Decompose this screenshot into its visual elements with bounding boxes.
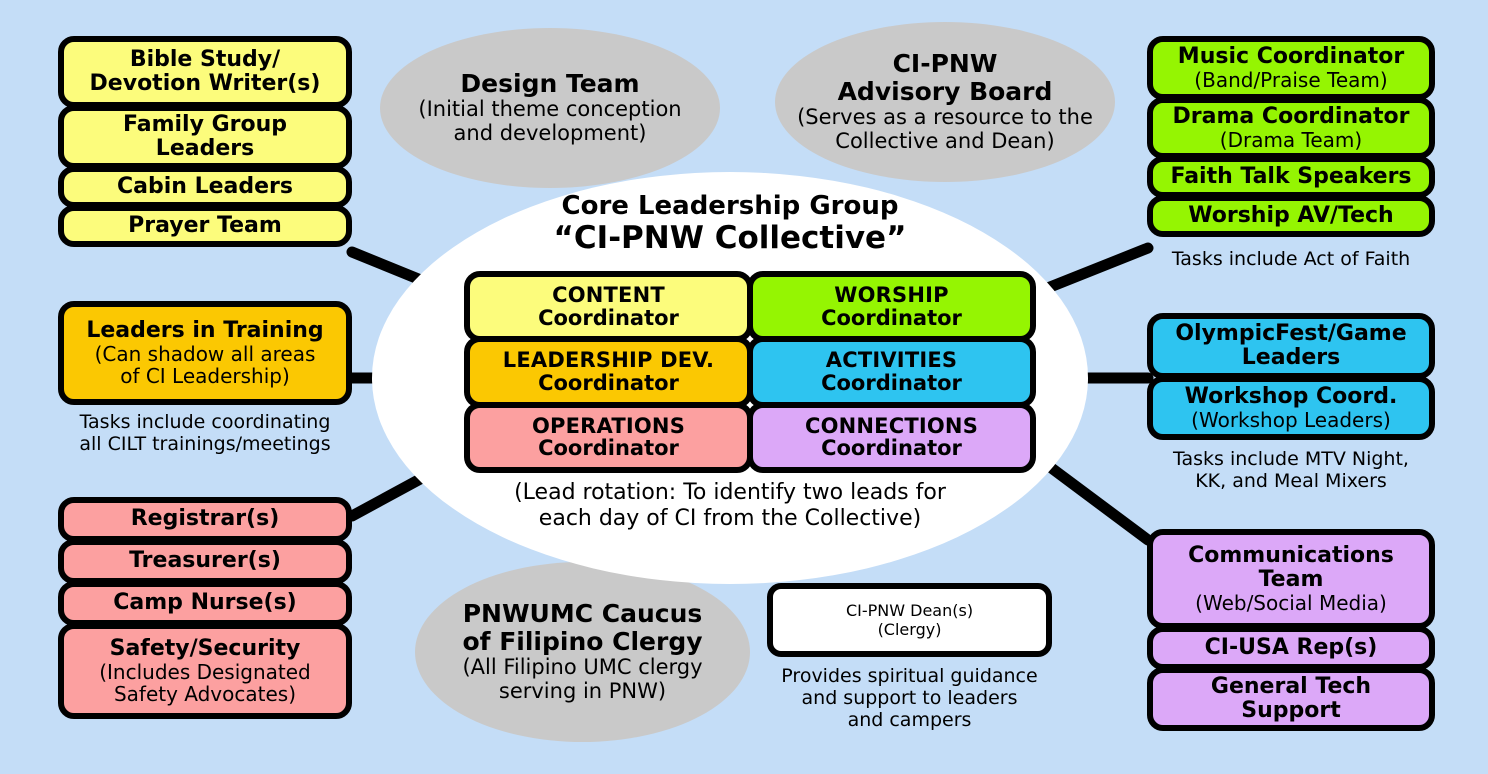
coordinator-activities[interactable]: ACTIVITIES Coordinator xyxy=(747,336,1036,408)
role-title: Family Group Leaders xyxy=(122,111,288,161)
coordinator-content-sub: Coordinator xyxy=(538,305,679,330)
role-title: Cabin Leaders xyxy=(117,173,293,199)
role-subtitle: (Includes Designated Safety Advocates) xyxy=(99,659,311,707)
role-cabin-leaders[interactable]: Cabin Leaders xyxy=(58,166,352,208)
role-title: Communications Team xyxy=(1188,542,1394,592)
role-workshop-coordinator[interactable]: Workshop Coord. (Workshop Leaders) xyxy=(1147,376,1435,440)
role-title: Worship AV/Tech xyxy=(1188,202,1394,228)
coordinator-leadership-dev-title: LEADERSHIP DEV. xyxy=(502,348,715,373)
role-title: Drama Coordinator xyxy=(1172,103,1410,129)
note-activities-team: Tasks include MTV Night, KK, and Meal Mi… xyxy=(1173,448,1409,493)
ellipse-filipino-clergy-caucus: PNWUMC Caucus of Filipino Clergy (All Fi… xyxy=(415,562,750,742)
role-title: Workshop Coord. xyxy=(1184,383,1398,409)
role-communications-team[interactable]: Communications Team (Web/Social Media) xyxy=(1147,529,1435,629)
role-subtitle: (Can shadow all areas of CI Leadership) xyxy=(94,341,316,389)
coordinator-content-title: CONTENT xyxy=(552,282,665,307)
design-team-subtitle: (Initial theme conception and developmen… xyxy=(418,97,682,145)
ellipse-design-team: Design Team (Initial theme conception an… xyxy=(380,28,720,188)
role-title: OlympicFest/Game Leaders xyxy=(1175,320,1407,370)
coordinator-operations-title: OPERATIONS xyxy=(531,413,686,438)
coordinator-worship-sub: Coordinator xyxy=(821,305,962,330)
coordinator-content[interactable]: CONTENT Coordinator xyxy=(464,271,753,343)
role-subtitle: (Drama Team) xyxy=(1219,127,1363,152)
role-worship-av-tech[interactable]: Worship AV/Tech xyxy=(1147,195,1435,237)
role-prayer-team[interactable]: Prayer Team xyxy=(58,205,352,247)
note-leadership-dev-team: Tasks include coordinating all CILT trai… xyxy=(79,411,331,456)
dean-subtitle: (Clergy) xyxy=(877,620,942,639)
role-title: Bible Study/ Devotion Writer(s) xyxy=(89,46,321,96)
role-title: Treasurer(s) xyxy=(129,548,281,574)
group-connections-team: Communications Team (Web/Social Media) C… xyxy=(1147,529,1435,731)
role-registrars[interactable]: Registrar(s) xyxy=(58,497,352,542)
coordinator-connections-title: CONNECTIONS xyxy=(804,413,979,438)
dean-title: CI-PNW Dean(s) xyxy=(845,601,974,620)
role-safety-security[interactable]: Safety/Security (Includes Designated Saf… xyxy=(58,623,352,719)
collective-heading-line2: “CI-PNW Collective” xyxy=(553,219,907,256)
collective-heading: Core Leadership Group “CI-PNW Collective… xyxy=(372,192,1088,255)
role-drama-coordinator[interactable]: Drama Coordinator (Drama Team) xyxy=(1147,97,1435,159)
role-music-coordinator[interactable]: Music Coordinator (Band/Praise Team) xyxy=(1147,36,1435,100)
coordinator-operations[interactable]: OPERATIONS Coordinator xyxy=(464,401,753,473)
role-subtitle: (Web/Social Media) xyxy=(1195,590,1387,615)
group-leadership-dev-team: Leaders in Training (Can shadow all area… xyxy=(58,301,352,405)
role-title: Leaders in Training xyxy=(86,317,324,343)
role-general-tech-support[interactable]: General Tech Support xyxy=(1147,667,1435,731)
filipino-clergy-subtitle: (All Filipino UMC clergy serving in PNW) xyxy=(462,655,703,703)
role-bible-study-devotion-writers[interactable]: Bible Study/ Devotion Writer(s) xyxy=(58,36,352,108)
role-olympicfest-game-leaders[interactable]: OlympicFest/Game Leaders xyxy=(1147,313,1435,379)
role-camp-nurses[interactable]: Camp Nurse(s) xyxy=(58,581,352,626)
role-title: General Tech Support xyxy=(1210,673,1372,723)
group-operations-team: Registrar(s) Treasurer(s) Camp Nurse(s) … xyxy=(58,497,352,719)
role-subtitle: (Band/Praise Team) xyxy=(1194,67,1388,92)
coordinator-operations-sub: Coordinator xyxy=(538,436,679,461)
role-title: CI-USA Rep(s) xyxy=(1204,634,1378,660)
coordinator-connections-sub: Coordinator xyxy=(821,436,962,461)
role-treasurers[interactable]: Treasurer(s) xyxy=(58,539,352,584)
group-activities-team: OlympicFest/Game Leaders Workshop Coord.… xyxy=(1147,313,1435,440)
coordinator-connections[interactable]: CONNECTIONS Coordinator xyxy=(747,401,1036,473)
filipino-clergy-title: PNWUMC Caucus of Filipino Clergy xyxy=(462,599,703,657)
note-dean: Provides spiritual guidance and support … xyxy=(781,665,1038,732)
role-family-group-leaders[interactable]: Family Group Leaders xyxy=(58,105,352,169)
design-team-title: Design Team xyxy=(460,69,640,99)
role-title: Registrar(s) xyxy=(130,506,280,532)
role-leaders-in-training[interactable]: Leaders in Training (Can shadow all area… xyxy=(58,301,352,405)
coordinator-worship[interactable]: WORSHIP Coordinator xyxy=(747,271,1036,343)
role-title: Music Coordinator xyxy=(1177,43,1405,69)
advisory-board-title: CI-PNW Advisory Board xyxy=(837,49,1053,107)
coordinator-activities-title: ACTIVITIES xyxy=(825,348,958,373)
role-title: Camp Nurse(s) xyxy=(113,590,297,616)
group-worship-team: Music Coordinator (Band/Praise Team) Dra… xyxy=(1147,36,1435,237)
role-title: Faith Talk Speakers xyxy=(1170,163,1412,189)
collective-coordinator-grid: CONTENT Coordinator WORSHIP Coordinator … xyxy=(464,271,1036,473)
role-ci-usa-reps[interactable]: CI-USA Rep(s) xyxy=(1147,626,1435,670)
coordinator-worship-title: WORSHIP xyxy=(834,282,949,307)
role-faith-talk-speakers[interactable]: Faith Talk Speakers xyxy=(1147,156,1435,198)
role-title: Prayer Team xyxy=(128,212,282,238)
collective-heading-line1: Core Leadership Group xyxy=(561,191,899,221)
lead-rotation-note: (Lead rotation: To identify two leads fo… xyxy=(514,480,946,531)
advisory-board-subtitle: (Serves as a resource to the Collective … xyxy=(797,105,1093,153)
note-worship-team: Tasks include Act of Faith xyxy=(1171,248,1411,270)
role-subtitle: (Workshop Leaders) xyxy=(1191,407,1391,432)
ellipse-advisory-board: CI-PNW Advisory Board (Serves as a resou… xyxy=(775,22,1115,182)
coordinator-leadership-dev[interactable]: LEADERSHIP DEV. Coordinator xyxy=(464,336,753,408)
role-title: Safety/Security xyxy=(109,635,301,661)
coordinator-activities-sub: Coordinator xyxy=(821,370,962,395)
coordinator-leadership-dev-sub: Coordinator xyxy=(538,370,679,395)
dean-box[interactable]: CI-PNW Dean(s) (Clergy) xyxy=(767,583,1052,657)
group-content-team: Bible Study/ Devotion Writer(s) Family G… xyxy=(58,36,352,247)
